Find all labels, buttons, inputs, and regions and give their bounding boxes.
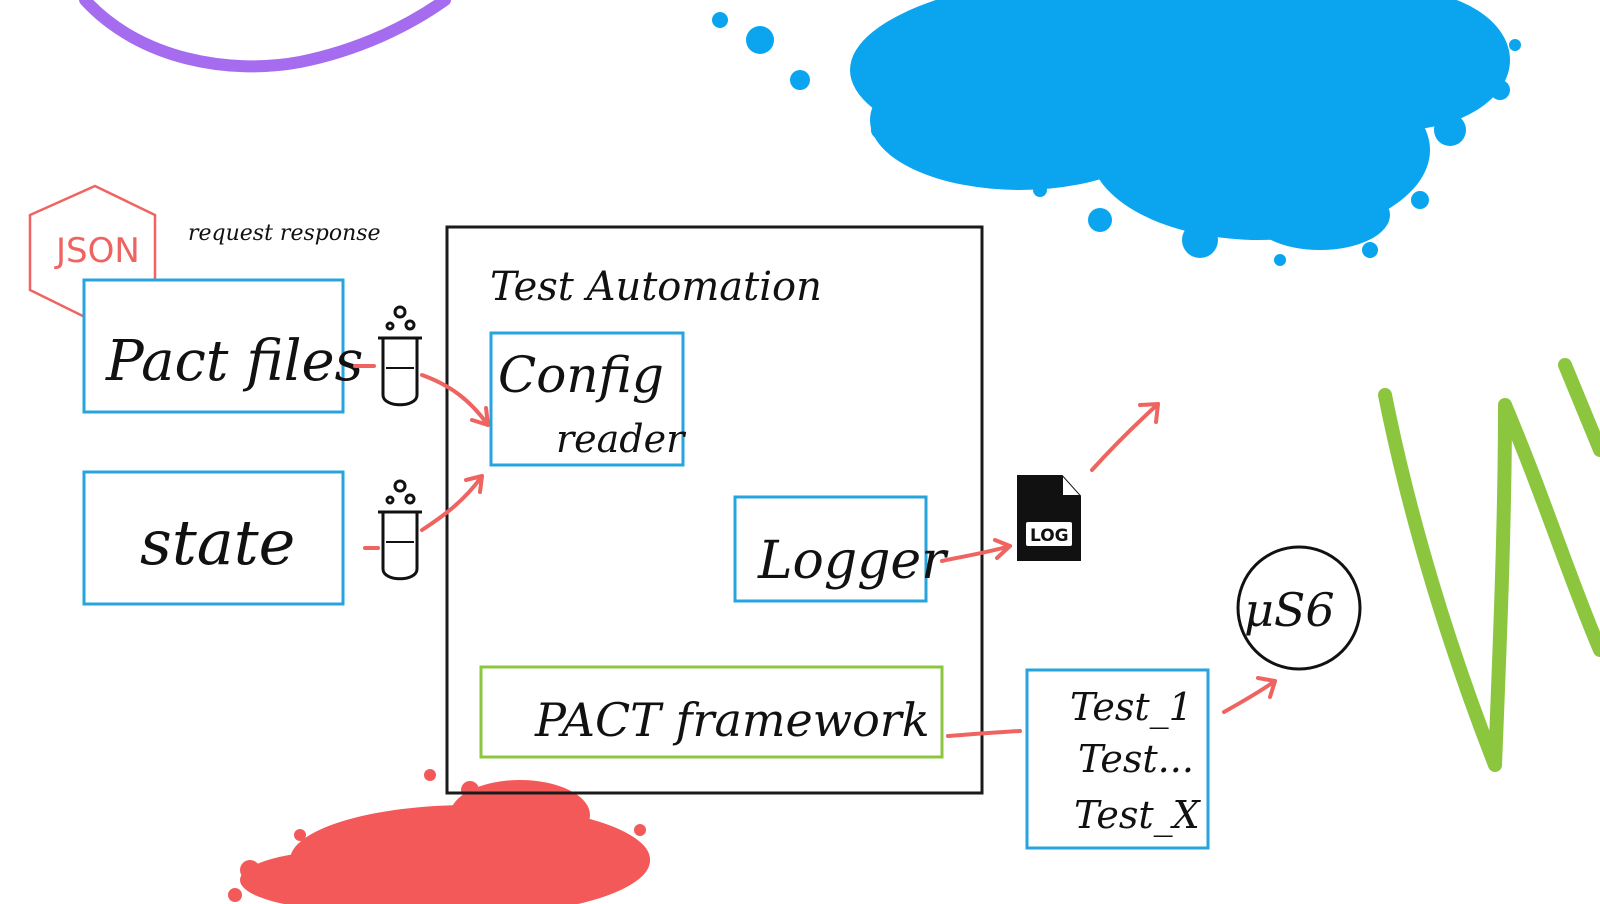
test-tube-icon-2 — [378, 479, 422, 581]
arrow-head-config-2 — [464, 474, 484, 494]
red-splash — [228, 769, 650, 904]
green-scribble — [1378, 358, 1600, 772]
tests-box — [1025, 668, 1210, 850]
logger-box — [733, 495, 928, 603]
log-file-label: LOG — [1030, 526, 1069, 546]
pact-framework-box — [479, 665, 944, 759]
arrow-head-service — [1256, 676, 1277, 699]
log-file-icon: LOG — [1017, 475, 1081, 561]
pact-files-label: Pact files — [105, 329, 363, 394]
arrow-tests-to-service — [1222, 679, 1277, 714]
state-box — [82, 470, 345, 606]
test-1-label: Test_1 — [1070, 685, 1193, 730]
test-tube-icon — [378, 305, 422, 407]
arrow-tube2-to-config — [420, 474, 484, 532]
arrow-head-log — [993, 538, 1012, 560]
blue-splash — [712, 0, 1521, 266]
service-label: μS6 — [1244, 583, 1335, 637]
reader-label: reader — [556, 417, 687, 461]
test-automation-label: Test Automation — [490, 264, 822, 310]
test-dots-label: Test... — [1078, 737, 1194, 781]
logger-label: Logger — [757, 531, 949, 591]
arrow-logger-to-log — [940, 544, 1012, 563]
arrow-head-log-out — [1138, 402, 1160, 424]
json-label: JSON — [54, 231, 140, 271]
arrow-tube-to-config — [420, 373, 490, 427]
config-label: Config — [498, 346, 664, 404]
arrow-head-config — [470, 406, 490, 427]
arrows — [353, 364, 1277, 738]
state-label: state — [140, 506, 295, 579]
pact-framework-label: PACT framework — [534, 693, 930, 747]
arrow-framework-to-tests — [946, 729, 1022, 738]
test-x-label: Test_X — [1074, 793, 1202, 838]
arrow-log-out — [1090, 402, 1160, 472]
config-reader-box — [489, 331, 685, 467]
service-circle — [1236, 545, 1362, 671]
pact-files-box — [82, 278, 345, 414]
purple-arc — [79, 0, 451, 73]
request-response-label: request response — [188, 221, 381, 246]
